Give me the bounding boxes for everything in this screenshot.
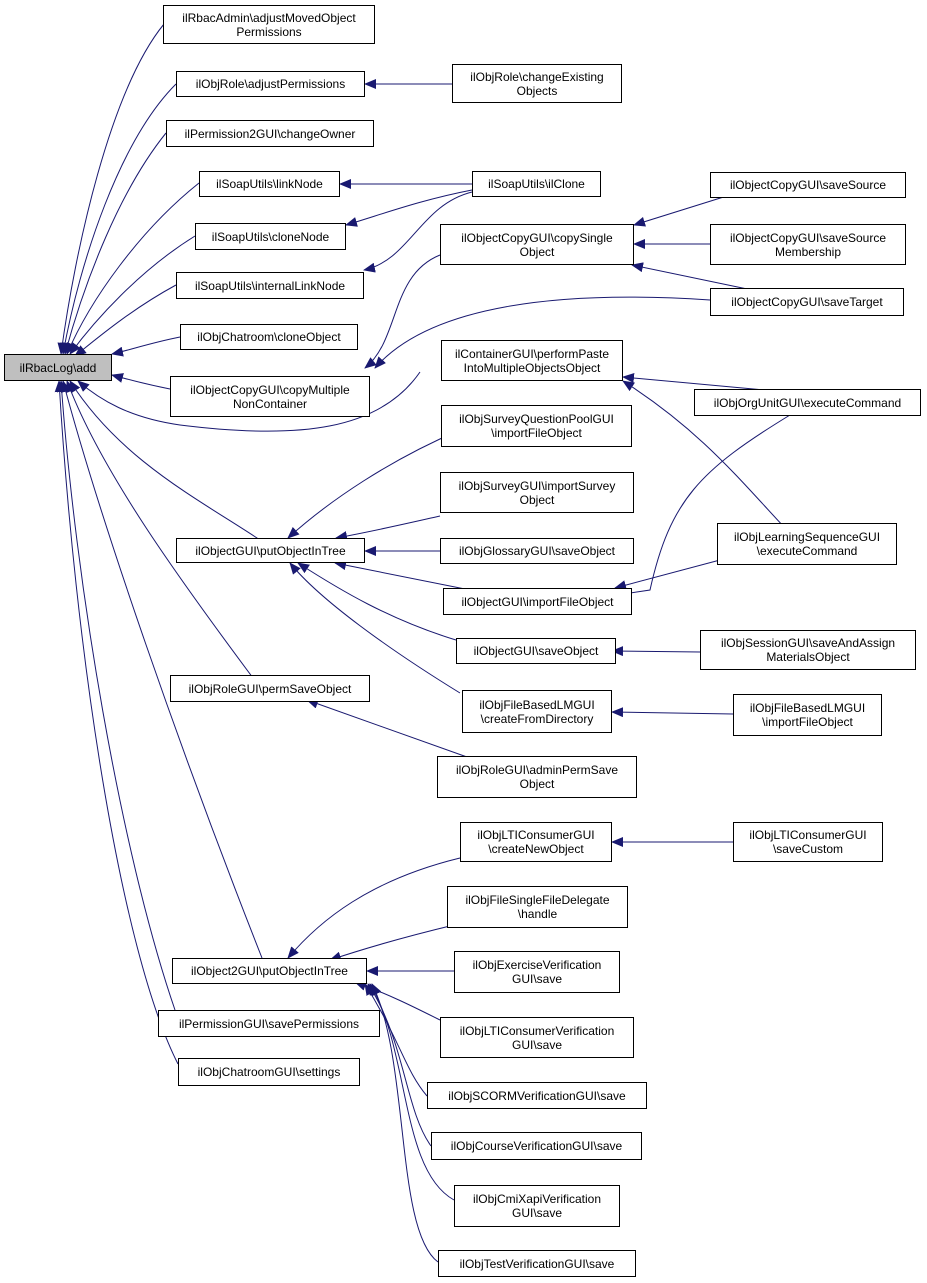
edge <box>111 336 181 357</box>
edge <box>364 254 441 369</box>
edge <box>614 559 721 590</box>
edge <box>60 83 177 355</box>
node-test-verification[interactable]: ilObjTestVerificationGUI\save <box>438 1250 636 1277</box>
node-single-file-handle[interactable]: ilObjFileSingleFileDelegate \handle <box>447 886 628 928</box>
edge <box>622 380 786 529</box>
node-scorm-verification[interactable]: ilObjSCORMVerificationGUI\save <box>427 1082 647 1109</box>
node-objrole-adjust-permissions[interactable]: ilObjRole\adjustPermissions <box>176 71 365 97</box>
edge <box>66 182 200 355</box>
node-copy-multiple[interactable]: ilObjectCopyGUI\copyMultiple NonContaine… <box>170 376 370 417</box>
edge <box>54 380 179 1065</box>
edge <box>334 560 471 591</box>
edge <box>66 380 254 679</box>
edge <box>297 562 457 641</box>
node-filebased-create[interactable]: ilObjFileBasedLMGUI \createFromDirectory <box>462 690 612 733</box>
node-object-save[interactable]: ilObjectGUI\saveObject <box>456 638 616 664</box>
edge <box>611 646 701 657</box>
edge <box>329 924 455 962</box>
node-exercise-verification[interactable]: ilObjExerciseVerification GUI\save <box>454 951 620 993</box>
edge <box>633 194 731 227</box>
node-soap-ilclone[interactable]: ilSoapUtils\ilClone <box>472 171 601 197</box>
edge <box>111 373 171 390</box>
node-save-target[interactable]: ilObjectCopyGUI\saveTarget <box>710 288 904 316</box>
edge <box>364 983 428 1097</box>
edge <box>289 562 461 694</box>
node-survey-import[interactable]: ilObjSurveyGUI\importSurvey Object <box>440 472 634 513</box>
node-save-source-membership[interactable]: ilObjectCopyGUI\saveSource Membership <box>710 224 906 265</box>
edge <box>63 132 167 355</box>
node-role-perm-save[interactable]: ilObjRoleGUI\permSaveObject <box>170 675 370 702</box>
node-object-import-file[interactable]: ilObjectGUI\importFileObject <box>443 588 632 615</box>
node-cmixapi-verification[interactable]: ilObjCmiXapiVerification GUI\save <box>454 1185 620 1227</box>
edge <box>374 296 711 369</box>
edge <box>60 380 263 959</box>
node-object2-put-in-tree[interactable]: ilObject2GUI\putObjectInTree <box>172 958 367 984</box>
node-filebased-import[interactable]: ilObjFileBasedLMGUI \importFileObject <box>733 694 882 736</box>
node-objrole-change-existing[interactable]: ilObjRole\changeExisting Objects <box>452 64 622 103</box>
node-learning-sequence-exec[interactable]: ilObjLearningSequenceGUI \executeCommand <box>717 523 897 565</box>
edge <box>56 380 176 1011</box>
node-soap-link-node[interactable]: ilSoapUtils\linkNode <box>199 171 340 197</box>
edge <box>335 515 441 542</box>
node-lti-create-new[interactable]: ilObjLTIConsumerGUI \createNewObject <box>460 822 612 862</box>
edge <box>69 235 196 355</box>
edge <box>77 371 421 432</box>
edge <box>616 414 791 599</box>
edge <box>306 698 468 758</box>
node-chatroom-clone-object[interactable]: ilObjChatroom\cloneObject <box>180 324 358 350</box>
node-role-admin-perm-save[interactable]: ilObjRoleGUI\adminPermSave Object <box>437 756 637 798</box>
node-object-put-in-tree[interactable]: ilObjectGUI\putObjectInTree <box>176 538 365 563</box>
edge <box>287 857 461 959</box>
node-rbac-admin-adjust-moved[interactable]: ilRbacAdmin\adjustMovedObject Permission… <box>163 5 375 44</box>
edge <box>363 191 473 273</box>
edge <box>74 284 177 357</box>
edge <box>287 429 461 539</box>
edge <box>367 983 432 1147</box>
node-session-save-assign[interactable]: ilObjSessionGUI\saveAndAssign MaterialsO… <box>700 630 916 670</box>
node-soap-internal-link[interactable]: ilSoapUtils\internalLinkNode <box>176 272 364 299</box>
edge <box>371 983 439 1263</box>
edge <box>611 707 734 718</box>
edge <box>57 23 165 355</box>
node-lti-save-custom[interactable]: ilObjLTIConsumerGUI \saveCustom <box>733 822 883 862</box>
node-permission-save[interactable]: ilPermissionGUI\savePermissions <box>158 1010 380 1037</box>
node-copy-single[interactable]: ilObjectCopyGUI\copySingle Object <box>440 224 634 265</box>
node-lti-verification[interactable]: ilObjLTIConsumerVerification GUI\save <box>440 1017 634 1058</box>
node-rbac-log-add[interactable]: ilRbacLog\add <box>4 354 112 381</box>
node-glossary-save[interactable]: ilObjGlossaryGUI\saveObject <box>440 538 634 564</box>
node-save-source[interactable]: ilObjectCopyGUI\saveSource <box>710 172 906 198</box>
node-orgunit-execute-command[interactable]: ilObjOrgUnitGUI\executeCommand <box>694 389 921 416</box>
node-soap-clone-node[interactable]: ilSoapUtils\cloneNode <box>195 223 346 250</box>
node-chatroom-settings[interactable]: ilObjChatroomGUI\settings <box>178 1058 360 1086</box>
node-container-perform-paste[interactable]: ilContainerGUI\performPaste IntoMultiple… <box>441 340 623 381</box>
node-permission2-change-owner[interactable]: ilPermission2GUI\changeOwner <box>166 120 374 147</box>
edge <box>345 189 473 227</box>
node-course-verification[interactable]: ilObjCourseVerificationGUI\save <box>431 1132 642 1160</box>
node-survey-pool-import[interactable]: ilObjSurveyQuestionPoolGUI \importFileOb… <box>441 405 632 447</box>
edge <box>631 262 753 291</box>
edge <box>69 380 261 541</box>
